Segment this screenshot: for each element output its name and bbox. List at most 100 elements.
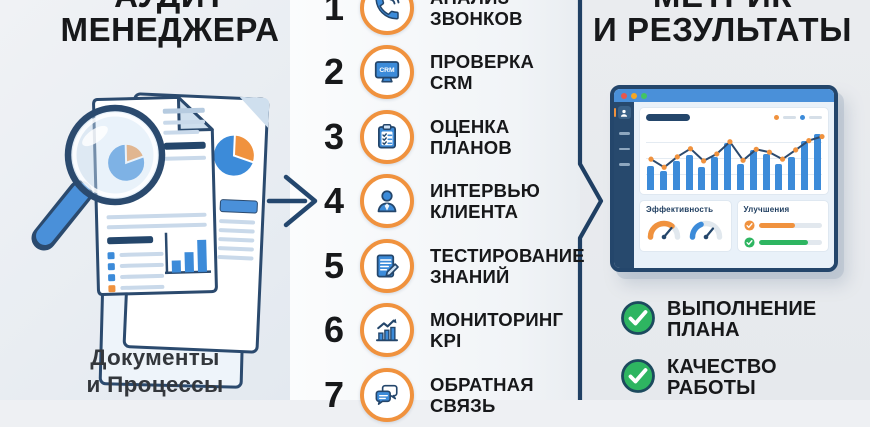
document-front: [90, 93, 223, 298]
checklist-square: [108, 274, 115, 281]
result-label: КАЧЕСТВО РАБОТЫ: [667, 357, 777, 399]
step-label: ИНТЕРВЬЮ КЛИЕНТА: [430, 180, 540, 222]
step-label-line2: ЗВОНКОВ: [430, 8, 523, 29]
step-label: ОЦЕНКА ПЛАНОВ: [430, 116, 512, 158]
mini-bar: [724, 142, 732, 190]
left-caption: Документы и Процессы: [30, 344, 280, 398]
result-label-line2: РАБОТЫ: [667, 377, 756, 399]
step-label-line1: АНАЛИЗ: [430, 0, 523, 8]
result-row-1: ВЫПОЛНЕНИЕ ПЛАНА: [620, 299, 816, 341]
step-label-line1: ИНТЕРВЬЮ: [430, 180, 540, 201]
gridline: [646, 158, 822, 159]
legend-dash: [783, 115, 796, 120]
mini-bar: [659, 170, 667, 190]
step-label: ОБРАТНАЯ СВЯЗЬ: [430, 374, 534, 416]
gauge-icon: [647, 220, 681, 240]
chevron-divider: [577, 0, 604, 400]
success-check-icon: [621, 359, 655, 393]
doc-line: [120, 273, 165, 279]
doc-line: [119, 262, 164, 268]
documents-illustration: [18, 85, 273, 389]
result-label-line1: ВЫПОЛНЕНИЕ: [667, 298, 817, 320]
improvements-card-title: Улучшения: [743, 205, 790, 214]
chart-title-placeholder: [646, 114, 690, 121]
mini-bar: [698, 166, 706, 190]
mini-bar: [749, 150, 757, 190]
window-titlebar: [614, 89, 834, 102]
right-title-line1: МЕТРИК: [575, 0, 870, 13]
step-row-4: 4 ИНТЕРВЬЮ КЛИЕНТА: [292, 169, 578, 233]
step-number: 3: [323, 116, 345, 157]
step-number: 7: [323, 374, 345, 415]
doc-line: [163, 129, 200, 135]
caption-line1: Документы: [90, 345, 220, 370]
doc-line: [106, 212, 207, 220]
mini-bar: [775, 164, 783, 190]
doc-heading-bar: [163, 141, 206, 150]
left-title: АУДИТ МЕНЕДЖЕРА: [20, 0, 320, 47]
dashboard-bars: [646, 126, 822, 190]
doc-line: [163, 155, 207, 161]
legend-dash: [809, 115, 822, 120]
sidebar-menu-dash: [618, 132, 630, 135]
gridline: [646, 142, 822, 143]
result-label: ВЫПОЛНЕНИЕ ПЛАНА: [667, 299, 816, 341]
step-label-line1: ОБРАТНАЯ: [430, 374, 534, 395]
doc-line: [119, 251, 164, 257]
result-label-line2: ПЛАНА: [667, 319, 740, 341]
efficiency-card-title: Эффективность: [646, 205, 714, 214]
check-icon: [743, 237, 755, 248]
caption-line2: и Процессы: [86, 372, 224, 397]
step-label: ТЕСТИРОВАНИЕ ЗНАНИЙ: [430, 245, 585, 287]
progress-row: [743, 237, 822, 248]
step-label: МОНИТОРИНГ KPI: [430, 309, 563, 351]
step-number: 5: [323, 245, 345, 286]
step-label: ПРОВЕРКА CRM: [430, 51, 534, 93]
step-row-1: 1 АНАЛИЗ ЗВОНКОВ: [292, 0, 578, 40]
mini-bar: [647, 165, 654, 190]
step-row-6: 6 МОНИТОРИНГ KPI: [292, 298, 578, 362]
step-number: 4: [323, 180, 345, 221]
step-label: АНАЛИЗ ЗВОНКОВ: [430, 0, 523, 29]
step-label-line2: КЛИЕНТА: [430, 201, 519, 222]
progress-fill: [758, 222, 796, 229]
doc-line: [217, 254, 254, 261]
doc-line: [120, 284, 165, 290]
dashboard-line: [648, 133, 825, 170]
progress-track: [758, 222, 822, 229]
step-label-line2: KPI: [430, 330, 462, 351]
kpi-monitoring-icon: [360, 303, 414, 357]
step-label-line1: ПРОВЕРКА: [430, 51, 535, 72]
result-row-2: КАЧЕСТВО РАБОТЫ: [620, 357, 777, 399]
progress-track: [758, 239, 822, 246]
sidebar-menu-dash: [618, 147, 630, 150]
doc-line: [163, 119, 206, 125]
right-title: МЕТРИК И РЕЗУЛЬТАТЫ: [575, 0, 870, 47]
step-number: 6: [323, 309, 345, 350]
legend-dot-blue: [800, 115, 805, 120]
window-sidebar: [614, 102, 634, 268]
doc-line: [219, 219, 256, 225]
step-row-2: 2 CRM ПРОВЕРКА CRM: [292, 40, 578, 104]
doc-heading-bar: [107, 236, 154, 245]
chart-plot-area: [646, 126, 825, 190]
doc-line: [217, 245, 254, 252]
step-row-5: 5 ТЕСТИРОВАНИЕ ЗНАНИЙ: [292, 234, 585, 298]
chart-legend: [774, 115, 822, 120]
bar-chart-front-doc: [164, 232, 212, 275]
step-label-line2: ПЛАНОВ: [430, 137, 512, 158]
mini-bar: [813, 133, 821, 190]
doc-table-header: [219, 199, 259, 214]
dashboard-window: Эффективность: [610, 85, 838, 272]
doc-line: [162, 107, 205, 114]
mini-bar: [685, 154, 693, 190]
feedback-chat-icon: [360, 368, 414, 422]
mini-bar: [762, 154, 770, 190]
traffic-dot: [631, 92, 637, 99]
clipboard-checklist-icon: [360, 110, 414, 164]
checklist-square: [107, 252, 115, 259]
middle-panel-background: [290, 0, 580, 400]
right-title-line2: И РЕЗУЛЬТАТЫ: [592, 11, 853, 48]
client-person-icon: [360, 174, 414, 228]
folded-corner: [238, 96, 270, 129]
